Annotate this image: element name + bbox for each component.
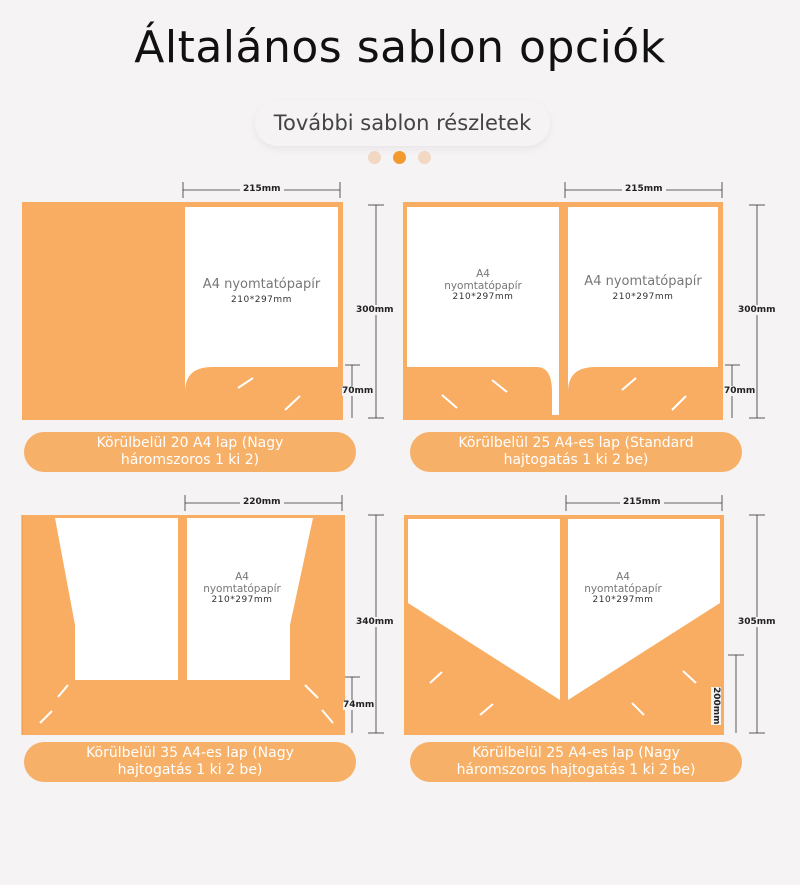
paper-size: 210*297mm (612, 291, 674, 302)
carousel-dot[interactable] (418, 151, 431, 164)
template-option-4[interactable]: 215mm 305mm 200mm A4 nyomtatópapír 210*2… (400, 485, 800, 885)
caption-4: Körülbelül 25 A4-es lap (Nagy háromszoro… (410, 742, 742, 782)
folder-illustration-2 (403, 182, 765, 420)
paper-label-line1: A4 (476, 268, 490, 280)
height-dimension: 300mm (356, 305, 394, 315)
paper-label: A4 nyomtatópapír 210*297mm (568, 571, 678, 605)
template-option-1[interactable]: 215mm 300mm 70mm A4 nyomtatópapír 210*29… (0, 170, 400, 570)
paper-label-right: A4 nyomtatópapír 210*297mm (568, 274, 718, 302)
width-dimension: 220mm (240, 497, 284, 507)
width-dimension: 215mm (622, 184, 666, 194)
page-title: Általános sablon opciók (134, 22, 666, 73)
paper-size: 210*297mm (592, 595, 654, 606)
paper-label-line2: nyomtatópapír (584, 583, 662, 596)
paper-label-text: A4 nyomtatópapír (584, 274, 702, 289)
pocket-dimension: 70mm (342, 386, 374, 396)
template-option-3[interactable]: 220mm 340mm 74mm A4 nyomtatópapír 210*29… (0, 485, 400, 885)
caption-3: Körülbelül 35 A4-es lap (Nagy hajtogatás… (24, 742, 356, 782)
paper-size: 210*297mm (452, 292, 514, 303)
paper-label-line2: nyomtatópapír (203, 583, 281, 596)
paper-size: 210*297mm (211, 595, 273, 606)
carousel-dots (368, 151, 431, 164)
paper-label: A4 nyomtatópapír 210*297mm (185, 277, 338, 305)
carousel-dot-active[interactable] (393, 151, 406, 164)
height-dimension: 340mm (356, 617, 394, 627)
pocket-dimension: 70mm (724, 386, 756, 396)
carousel-dot[interactable] (368, 151, 381, 164)
paper-label-left: A4 nyomtatópapír 210*297mm (407, 268, 559, 302)
caption-2: Körülbelül 25 A4-es lap (Standard hajtog… (410, 432, 742, 472)
folder-illustration-3 (21, 495, 384, 735)
pocket-dimension: 200mm (711, 687, 721, 725)
width-dimension: 215mm (240, 184, 284, 194)
height-dimension: 305mm (738, 617, 776, 627)
paper-size: 210*297mm (231, 294, 292, 305)
paper-label-line1: A4 (616, 571, 630, 583)
caption-1: Körülbelül 20 A4 lap (Nagy háromszoros 1… (24, 432, 356, 472)
template-option-2[interactable]: 215mm 300mm 70mm A4 nyomtatópapír 210*29… (400, 170, 800, 570)
paper-label-line2: nyomtatópapír (444, 280, 522, 293)
folder-illustration-4 (404, 495, 765, 735)
paper-label: A4 nyomtatópapír 210*297mm (187, 571, 297, 605)
paper-label-text: A4 nyomtatópapír (202, 277, 321, 292)
pocket-dimension: 74mm (343, 700, 375, 710)
width-dimension: 215mm (620, 497, 664, 507)
subtitle-tab[interactable]: További sablon részletek (255, 100, 550, 146)
paper-label-line1: A4 (235, 571, 249, 583)
height-dimension: 300mm (738, 305, 776, 315)
folder-illustration-1 (22, 182, 384, 420)
